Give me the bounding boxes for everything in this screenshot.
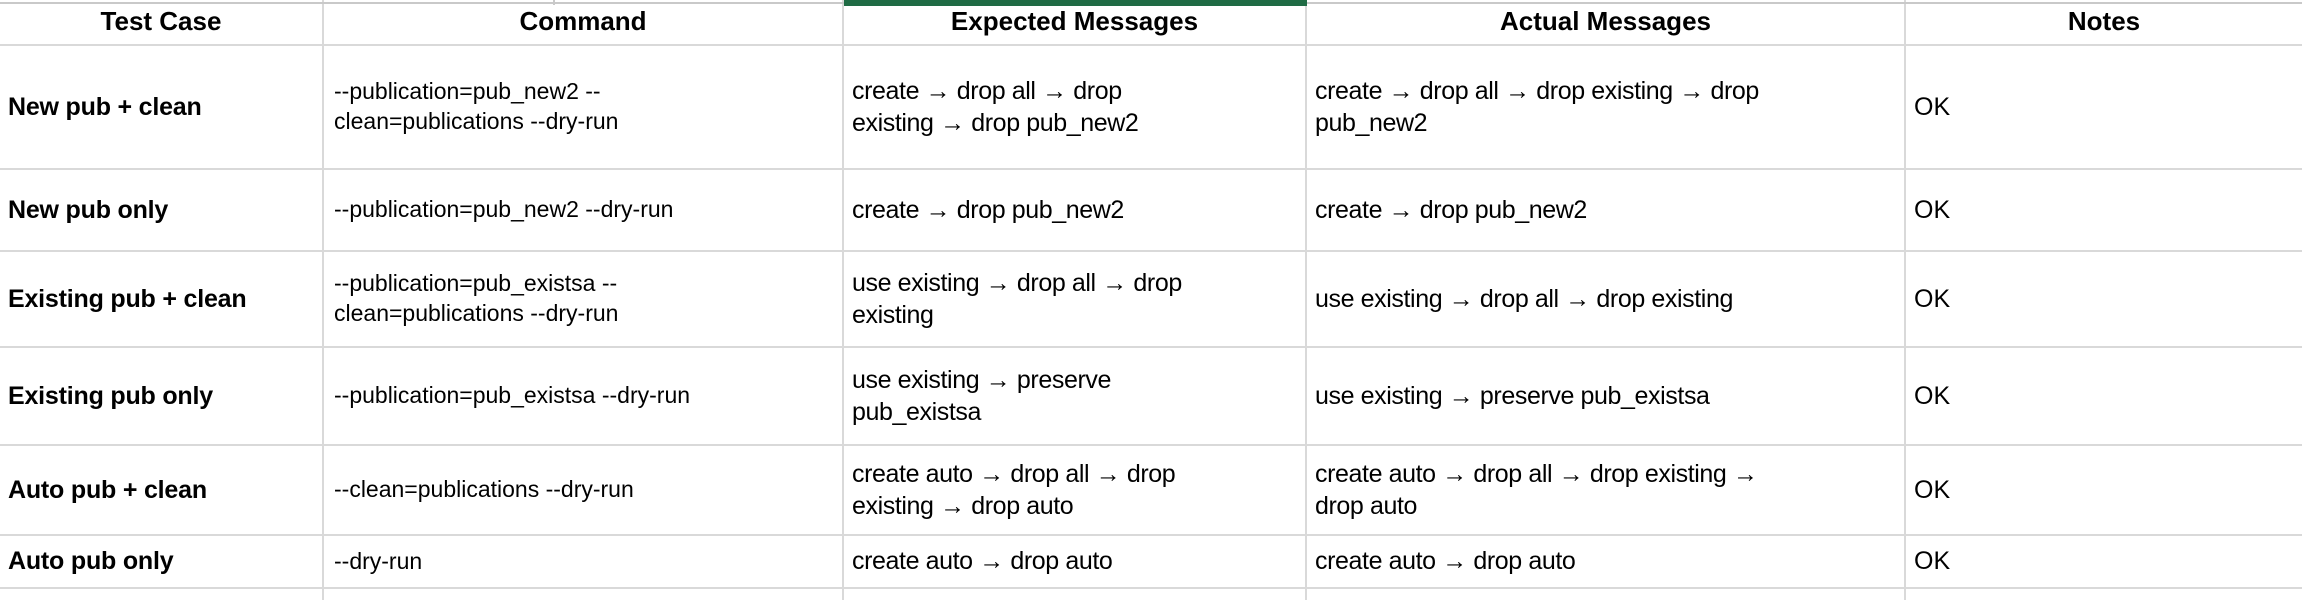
cell-notes[interactable]: OK (1906, 348, 2302, 446)
top-cell-divider-tick (553, 0, 555, 5)
cell-actual[interactable]: create → drop pub_new2 (1307, 170, 1906, 252)
cell-test-case[interactable]: New pub only (0, 170, 324, 252)
cell-command[interactable]: --publication=pub_new2 -- clean=publicat… (324, 46, 844, 170)
cell-actual[interactable]: use existing → preserve pub_existsa (1307, 348, 1906, 446)
cell-test-case[interactable]: Existing pub only (0, 348, 324, 446)
cell-actual[interactable]: create → drop all → drop existing → drop… (1307, 46, 1906, 170)
cell-expected[interactable]: create → drop pub_new2 (844, 170, 1307, 252)
cell-expected[interactable]: use existing → drop all → drop existing (844, 252, 1307, 348)
cell-command[interactable]: --publication=pub_new2 --dry-run (324, 170, 844, 252)
cell-test-case[interactable]: Auto pub + clean (0, 446, 324, 536)
cell-test-case[interactable]: Auto pub only (0, 536, 324, 589)
cell-notes[interactable]: OK (1906, 446, 2302, 536)
cell-empty[interactable] (1307, 589, 1906, 600)
cell-notes[interactable]: OK (1906, 252, 2302, 348)
column-header-actual-messages[interactable]: Actual Messages (1307, 0, 1906, 46)
cell-actual[interactable]: create auto → drop auto (1307, 536, 1906, 589)
cell-notes[interactable]: OK (1906, 170, 2302, 252)
column-header-test-case[interactable]: Test Case (0, 0, 324, 46)
cell-empty[interactable] (844, 589, 1307, 600)
cell-expected[interactable]: create auto → drop auto (844, 536, 1307, 589)
cell-notes[interactable]: OK (1906, 536, 2302, 589)
cell-empty[interactable] (0, 589, 324, 600)
cell-command[interactable]: --dry-run (324, 536, 844, 589)
cell-expected[interactable]: use existing → preserve pub_existsa (844, 348, 1307, 446)
cell-expected[interactable]: create → drop all → drop existing → drop… (844, 46, 1307, 170)
cell-empty[interactable] (1906, 589, 2302, 600)
cell-notes[interactable]: OK (1906, 46, 2302, 170)
cell-command[interactable]: --publication=pub_existsa --dry-run (324, 348, 844, 446)
cell-command[interactable]: --clean=publications --dry-run (324, 446, 844, 536)
column-header-expected-messages[interactable]: Expected Messages (844, 0, 1307, 46)
selection-border-green (844, 0, 1307, 6)
cell-actual[interactable]: use existing → drop all → drop existing (1307, 252, 1906, 348)
column-header-notes[interactable]: Notes (1906, 0, 2302, 46)
cell-empty[interactable] (324, 589, 844, 600)
column-header-command[interactable]: Command (324, 0, 844, 46)
cell-test-case[interactable]: New pub + clean (0, 46, 324, 170)
cell-actual[interactable]: create auto → drop all → drop existing →… (1307, 446, 1906, 536)
cell-expected[interactable]: create auto → drop all → drop existing →… (844, 446, 1307, 536)
cell-command[interactable]: --publication=pub_existsa -- clean=publi… (324, 252, 844, 348)
cell-test-case[interactable]: Existing pub + clean (0, 252, 324, 348)
